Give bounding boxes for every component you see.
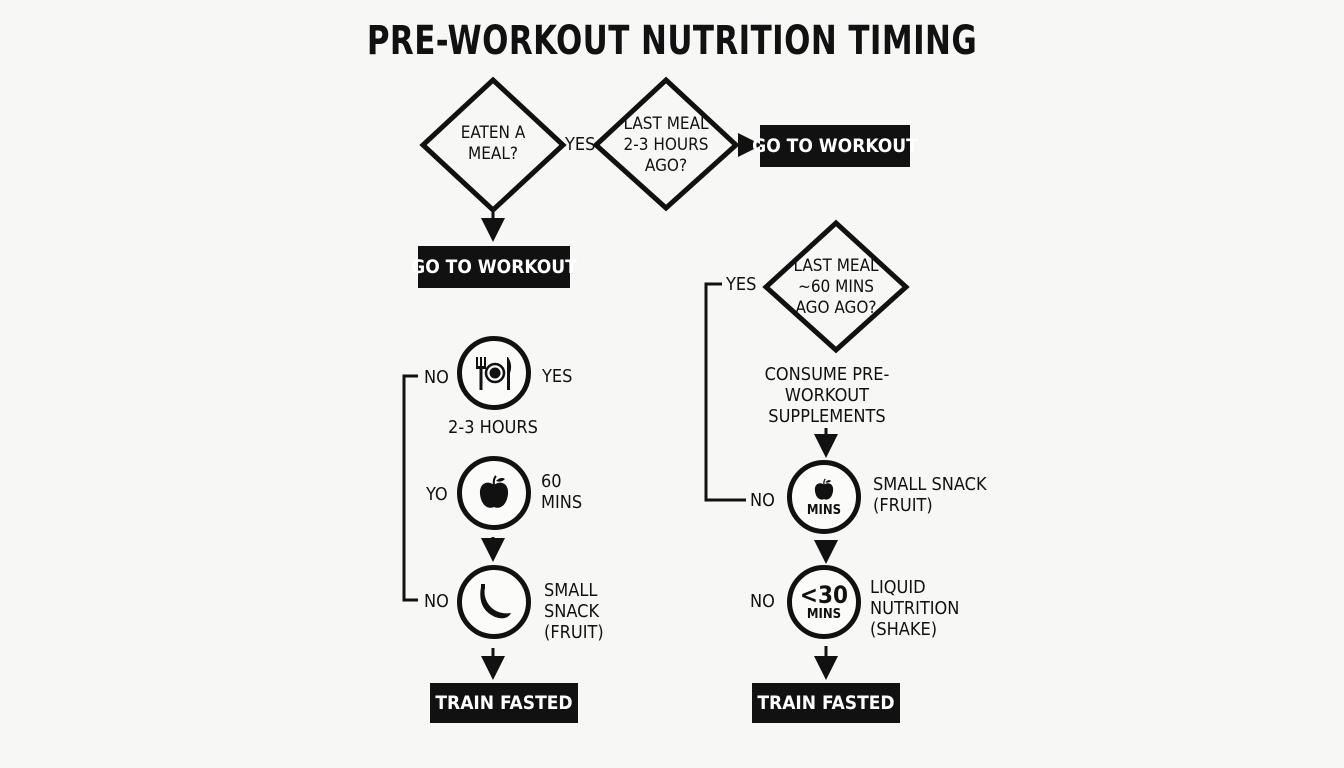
label-yes-left-1: YES	[542, 366, 573, 387]
label-2-3-hours: 2-3 HOURS	[448, 417, 538, 438]
decision-eaten-text: EATEN A MEAL?	[460, 123, 526, 164]
label-no-left-2: NO	[424, 591, 449, 612]
plate-icon	[476, 357, 512, 390]
label-no-left-1: NO	[424, 367, 449, 388]
decision-diamond-last-2-3	[592, 76, 740, 212]
circle-apple-right: MINS	[787, 460, 861, 534]
label-yo: YO	[426, 484, 448, 505]
train-fasted-box-right: TRAIN FASTED	[752, 683, 900, 723]
apple-icon	[479, 475, 509, 508]
label-60-mins: 60 MINS	[541, 471, 583, 513]
circle-banana	[457, 565, 531, 639]
label-no-right-1: NO	[750, 490, 775, 511]
label-yes-top: YES	[565, 134, 596, 155]
decision-diamond-eaten	[419, 76, 567, 214]
decision-last-60-text: LAST MEAL ~60 MINS AGO AGO?	[793, 255, 879, 318]
go-to-workout-box-right: GO TO WORKOUT	[752, 125, 918, 167]
label-small-snack-right: SMALL SNACK (FRUIT)	[873, 474, 987, 516]
circle-plate	[457, 336, 531, 410]
label-consume-supplements: CONSUME PRE-WORKOUT SUPPLEMENTS	[764, 364, 890, 427]
left-bracket	[402, 374, 418, 602]
decision-last-2-3-text: LAST MEAL 2-3 HOURS AGO?	[623, 113, 709, 176]
circle-lt30: <30 MINS	[787, 565, 861, 639]
right-bracket	[704, 282, 746, 502]
page-title: PRE-WORKOUT NUTRITION TIMING	[366, 18, 978, 64]
circle-mins-label: MINS	[806, 502, 842, 518]
go-to-workout-box-left: GO TO WORKOUT	[411, 246, 577, 288]
circle-lt30-unit: MINS	[806, 606, 842, 622]
label-no-right-2: NO	[750, 591, 775, 612]
circle-apple-left	[457, 456, 531, 530]
decision-diamond-last-60	[762, 219, 910, 354]
label-yes-right: YES	[726, 274, 757, 295]
timer-icon: <30	[799, 580, 849, 609]
banana-icon	[480, 584, 511, 619]
label-small-snack-left: SMALL SNACK (FRUIT)	[544, 580, 604, 643]
apple-icon	[814, 477, 834, 500]
label-liquid-nutrition: LIQUID NUTRITION (SHAKE)	[870, 577, 960, 640]
train-fasted-box-left: TRAIN FASTED	[430, 683, 578, 723]
